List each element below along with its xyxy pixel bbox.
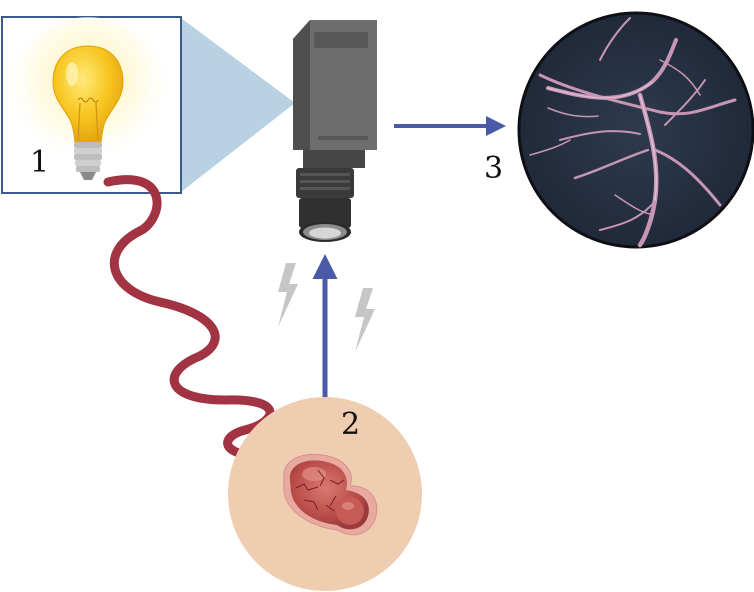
lightning-bolt-icon: [278, 263, 298, 327]
light-cone: [181, 18, 295, 192]
vessel-image-icon: [517, 11, 754, 249]
lightning-bolt-icon: [355, 288, 375, 352]
step-label-3: 3: [484, 151, 503, 186]
step-label-1: 1: [30, 145, 49, 180]
step-label-2: 2: [341, 407, 360, 442]
camera-icon: [293, 20, 377, 242]
tissue-sample-icon: [228, 397, 422, 591]
light-bulb-icon: [52, 45, 124, 180]
fiber-cable: [103, 175, 295, 461]
